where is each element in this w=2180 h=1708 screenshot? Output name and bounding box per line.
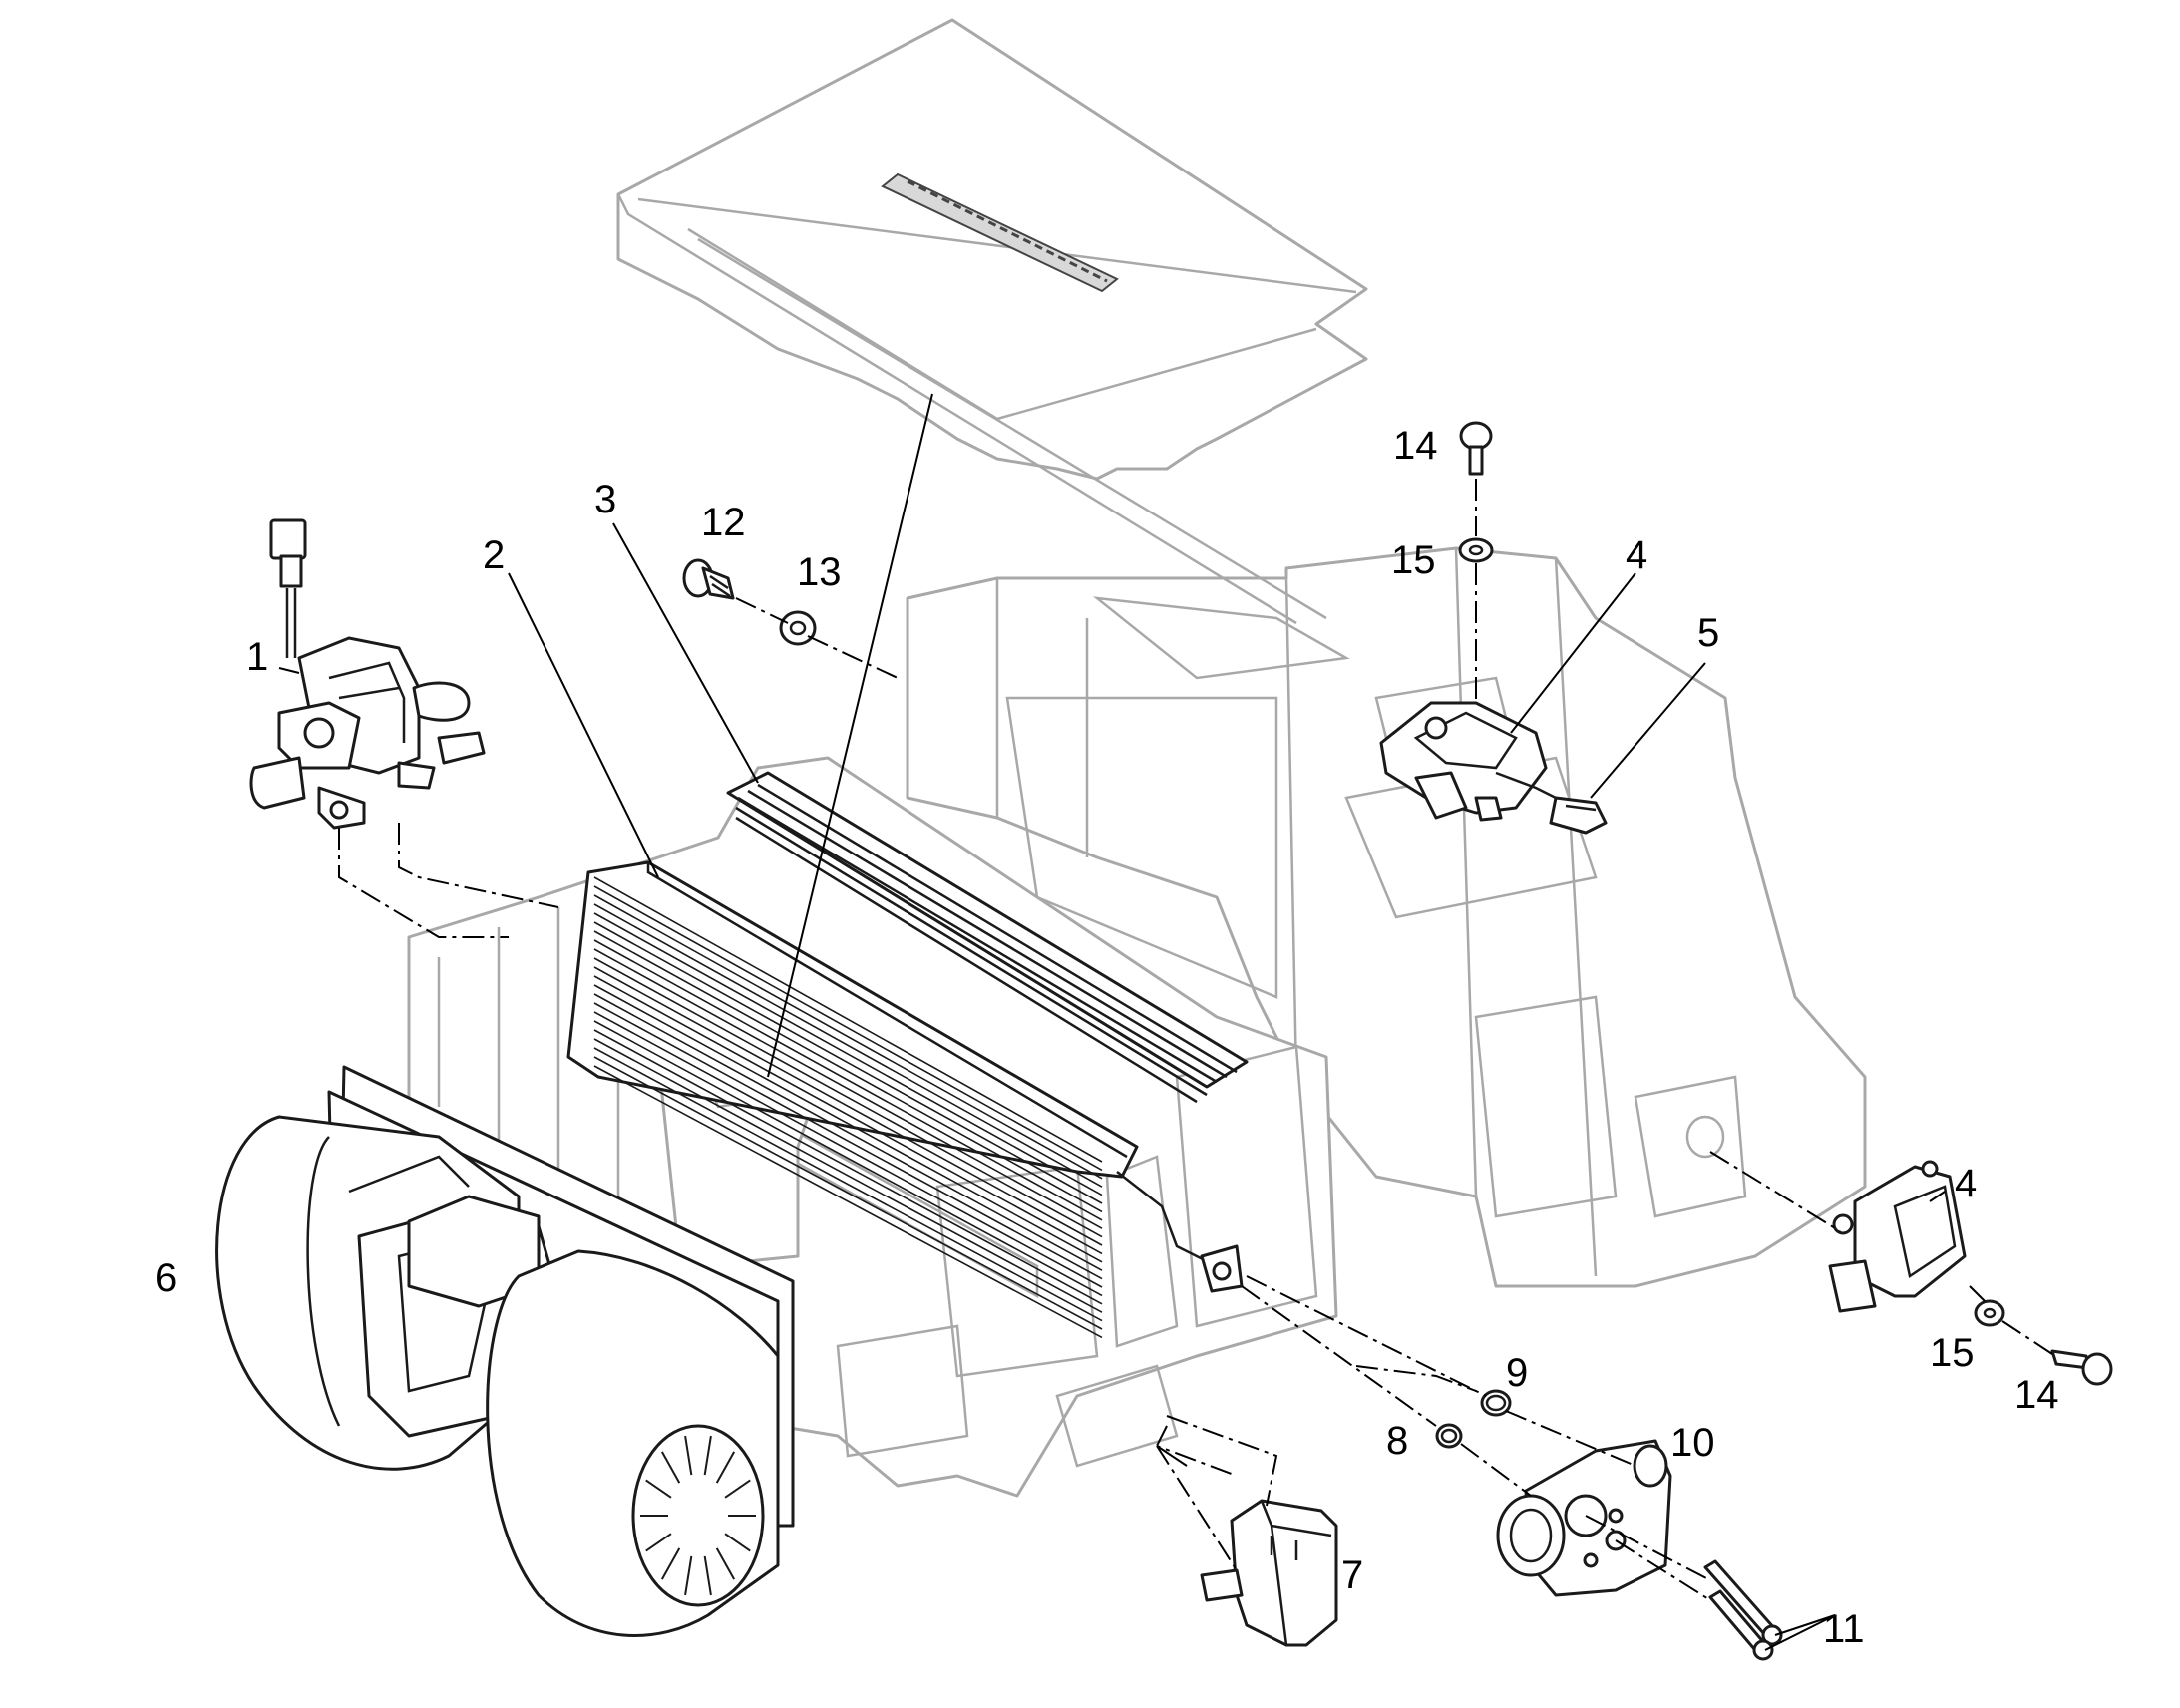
callout-14-top: 14 — [1393, 424, 1438, 468]
callout-3: 3 — [594, 478, 616, 521]
callout-13: 13 — [797, 550, 842, 594]
callout-12: 12 — [701, 501, 746, 544]
callout-4-top: 4 — [1626, 533, 1647, 577]
blower-wheel-blades — [640, 1435, 756, 1596]
callout-14-right: 14 — [2014, 1373, 2059, 1417]
callout-8: 8 — [1386, 1419, 1408, 1463]
relay — [1200, 1499, 1338, 1647]
callout-15-right: 15 — [1930, 1331, 1975, 1375]
cover-logo-strip — [881, 172, 1119, 293]
actuator-lower — [1828, 1160, 1967, 1313]
callout-15-top: 15 — [1391, 538, 1436, 582]
leader-lines — [278, 393, 1946, 1651]
water-valve — [249, 518, 486, 830]
callout-4-right: 4 — [1955, 1162, 1977, 1205]
blower-motor-assembly — [215, 1065, 795, 1637]
callout-1: 1 — [246, 635, 268, 679]
hardware — [682, 421, 2113, 1661]
callout-2: 2 — [483, 533, 505, 577]
callout-10: 10 — [1670, 1421, 1715, 1465]
heater-core — [566, 860, 1238, 1339]
expansion-valve — [1496, 1439, 1672, 1597]
top-cover-panel — [616, 18, 1368, 625]
actuator-upper — [1379, 701, 1557, 822]
sensor-connector — [1549, 796, 1608, 835]
callout-6: 6 — [155, 1256, 177, 1300]
callout-9: 9 — [1506, 1351, 1528, 1395]
callout-labels: 1 2 3 12 13 14 15 4 5 4 15 14 6 7 8 9 10… — [155, 424, 2059, 1651]
callout-7: 7 — [1341, 1553, 1363, 1597]
evaporator-core — [726, 771, 1249, 1104]
assembly-lines — [338, 479, 2053, 1601]
callout-5: 5 — [1697, 611, 1719, 655]
callout-11: 11 — [1823, 1607, 1865, 1651]
